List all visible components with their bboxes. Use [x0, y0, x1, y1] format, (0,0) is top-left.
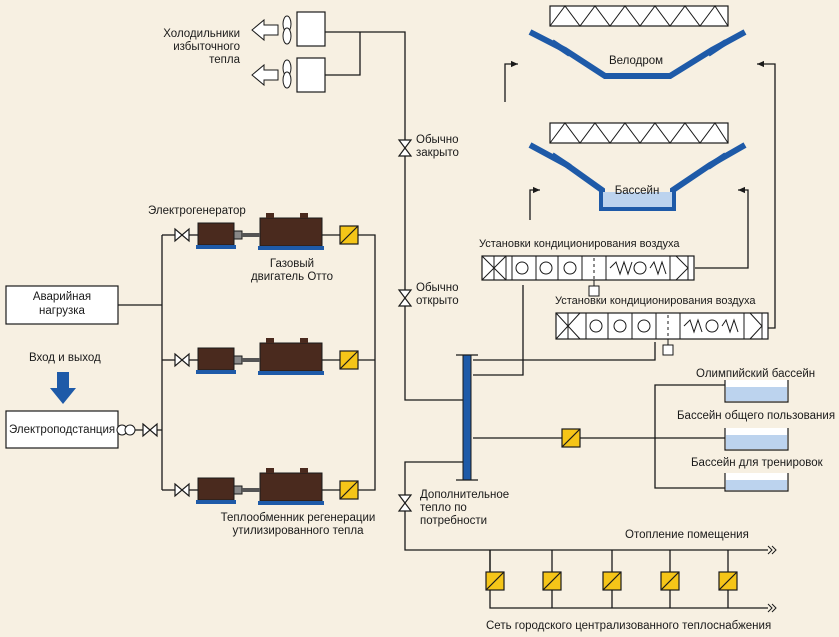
generator-set [196, 468, 324, 505]
olympic-pool-label: Олимпийский бассейн [696, 368, 816, 380]
heat-exchanger-icon [339, 225, 359, 245]
heat-exchanger-icon [718, 571, 738, 591]
pool [528, 122, 747, 211]
heat-exchanger-icon [339, 480, 359, 500]
generator-set [196, 213, 324, 250]
heat-exchanger-icon [339, 350, 359, 370]
heat-exchanger-icon [485, 571, 505, 591]
heat-exchanger-icon [660, 571, 680, 591]
substation-label: Электроподстанция [9, 424, 116, 436]
ahu2-label: Установки кондиционирования воздуха [555, 295, 756, 307]
valve-icon [142, 423, 158, 437]
pool-tanks [724, 380, 789, 492]
transformer-icon [116, 424, 136, 436]
heat-exchanger-icon [602, 571, 622, 591]
public-pool-label: Бассейн общего пользования [677, 410, 836, 422]
velodrome [528, 5, 747, 79]
valve-icon [398, 494, 412, 512]
air-handling-unit-2 [555, 312, 769, 356]
district-heating-label: Сеть городского централизованного теплос… [486, 620, 772, 632]
fan-icon [282, 15, 292, 89]
space-heating-label: Отопление помещения [625, 529, 749, 541]
valve-icon [174, 353, 190, 367]
heat-exchanger-icon [542, 571, 562, 591]
valve-icon [174, 228, 190, 242]
in-out-label: Вход и выход [29, 352, 101, 364]
generator-set [196, 338, 324, 375]
air-handling-unit-1 [481, 255, 695, 297]
pool-label: Бассейн [614, 185, 660, 197]
valve-icon [398, 139, 412, 157]
manifold [462, 354, 472, 481]
substation-box [5, 410, 119, 449]
training-pool-label: Бассейн для тренировок [691, 457, 823, 469]
velodrome-label: Велодром [608, 55, 664, 67]
emergency-load-box [5, 285, 119, 325]
cooler-units [251, 11, 326, 93]
valve-icon [398, 289, 412, 307]
generator-label: Электрогенератор [148, 205, 246, 217]
valve-icon [174, 483, 190, 497]
heat-exchanger-icon [561, 428, 581, 448]
ahu1-label: Установки кондиционирования воздуха [479, 238, 680, 250]
arrow-left-icon [251, 18, 279, 87]
arrow-down-icon [50, 372, 76, 404]
